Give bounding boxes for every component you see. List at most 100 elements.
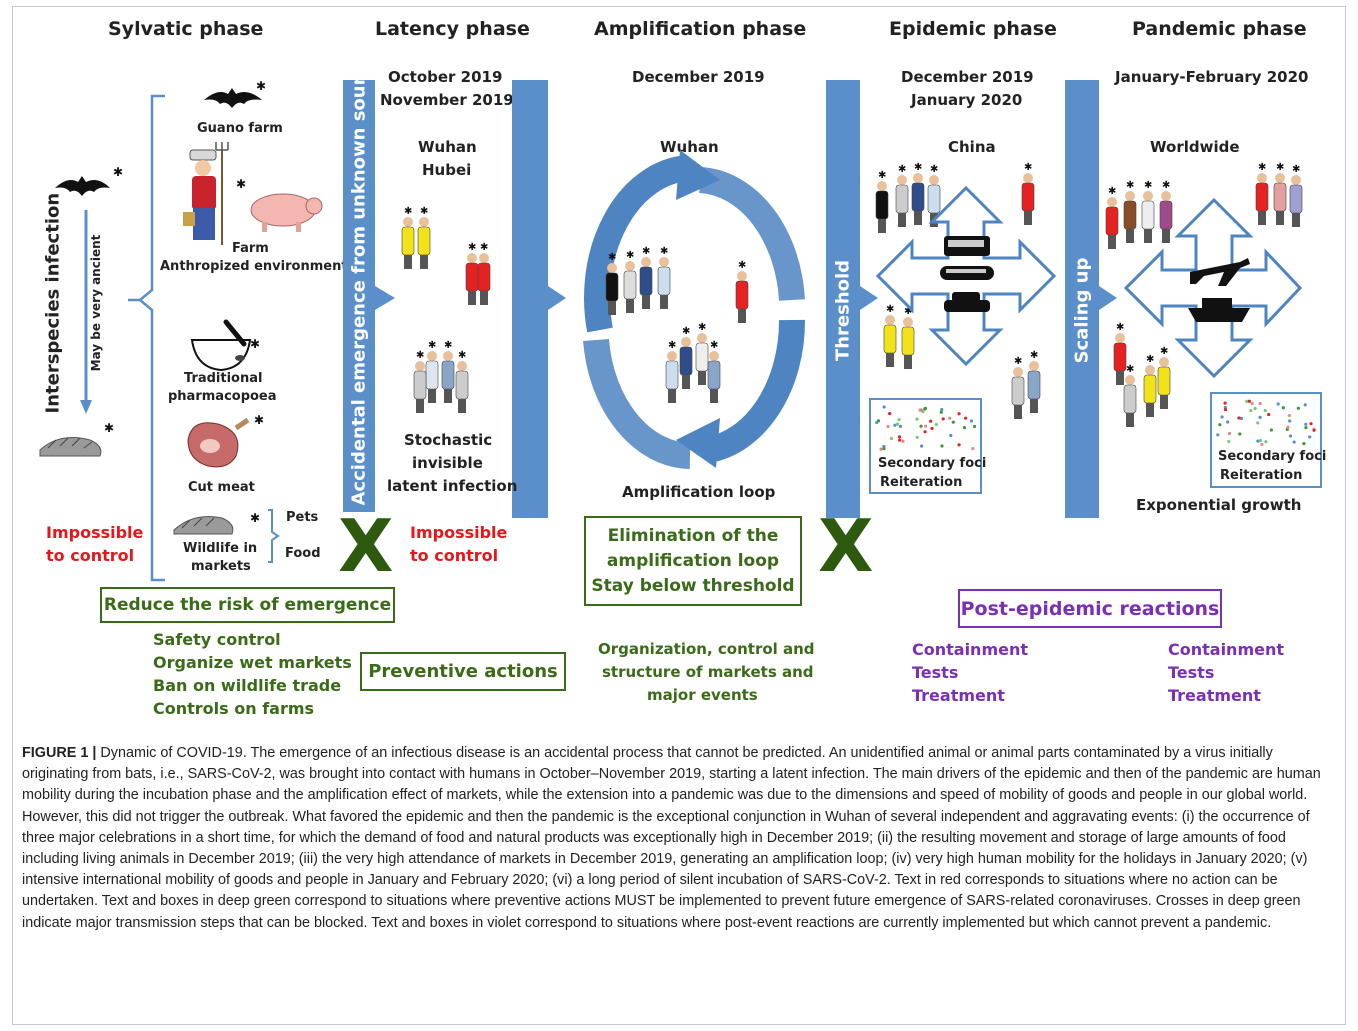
virus-star-icon: ✱ [626, 250, 634, 261]
focus-dot [1223, 408, 1228, 412]
focus-dot [930, 426, 934, 431]
org-line-2: structure of markets and [602, 663, 814, 681]
person-head [479, 253, 489, 263]
person-head [1257, 173, 1267, 183]
person-head [467, 253, 477, 263]
focus-dot [1226, 420, 1230, 424]
train-icon [940, 266, 994, 280]
person-head [1107, 197, 1117, 207]
focus-dot [1308, 435, 1312, 439]
person-legs [1144, 229, 1152, 243]
virus-star-icon: ✱ [738, 260, 746, 271]
person-legs [698, 371, 706, 385]
pangolin-icon: ✱ [173, 511, 260, 535]
virus-star-icon: ✱ [642, 246, 650, 257]
person-legs [1160, 395, 1168, 409]
epi-treatment: Treatment [912, 686, 1005, 705]
date-amplification: December 2019 [632, 68, 765, 86]
person-head [1115, 333, 1125, 343]
virus-star-icon: ✱ [878, 170, 886, 181]
focus-dot [971, 447, 975, 451]
virus-star-icon: ✱ [914, 162, 922, 173]
person-legs [904, 355, 912, 369]
phase-title-sylvatic: Sylvatic phase [108, 18, 264, 40]
person-head [1161, 191, 1171, 201]
focus-dot [1264, 440, 1268, 444]
focus-dot [1258, 438, 1263, 443]
focus-dot [923, 430, 927, 434]
focus-dot [964, 416, 968, 420]
mortar-icon: ✱ [190, 319, 260, 372]
person-head [1143, 191, 1153, 201]
arrow-right-icon [1099, 286, 1117, 310]
focus-dot [889, 436, 894, 441]
focus-dot [1302, 442, 1306, 446]
person-legs [1258, 211, 1266, 225]
farmer-icon: ✱ [183, 142, 246, 245]
date-latency-2: November 2019 [380, 91, 514, 109]
person-head [1159, 357, 1169, 367]
focus-dot [1267, 412, 1271, 417]
focus-dot [1304, 422, 1308, 426]
focus-dot [1276, 402, 1280, 406]
virus-star-icon: ✱ [404, 206, 412, 217]
focus-dot [898, 424, 902, 428]
action-ban-wildlife: Ban on wildlife trade [153, 676, 342, 695]
org-line-3: major events [647, 686, 758, 704]
svg-text:✱: ✱ [250, 337, 260, 351]
label-markets: markets [191, 559, 251, 574]
impossible-sylvatic-2: to control [46, 546, 135, 565]
virus-star-icon: ✱ [1030, 350, 1038, 361]
person-legs [416, 399, 424, 413]
pan-containment: Containment [1168, 640, 1285, 659]
place-wuhan-latency: Wuhan [418, 138, 477, 156]
focus-dot [882, 447, 886, 451]
focus-dot [1247, 399, 1251, 403]
focus-dot [1245, 399, 1249, 403]
person-head [1275, 173, 1285, 183]
amplification-bar [512, 80, 548, 518]
focus-dot [951, 420, 955, 424]
person-head [885, 315, 895, 325]
focus-dot [1223, 401, 1227, 405]
bat-icon: ✱ [204, 79, 266, 108]
svg-text:✱: ✱ [254, 413, 264, 427]
place-worldwide: Worldwide [1150, 138, 1240, 156]
ship-icon [1188, 298, 1250, 322]
virus-star-icon: ✱ [1108, 186, 1116, 197]
person-legs [1014, 405, 1022, 419]
focus-dot [1238, 432, 1242, 436]
stochastic-3: latent infection [387, 477, 518, 495]
focus-dot [1249, 409, 1253, 413]
action-safety: Safety control [153, 630, 281, 649]
person-head [607, 263, 617, 273]
person-head [419, 217, 429, 227]
focus-dot [1216, 433, 1220, 437]
bat-icon: ✱ [55, 165, 123, 196]
action-farm-controls: Controls on farms [153, 699, 315, 718]
date-pandemic: January-February 2020 [1115, 68, 1309, 86]
person-legs [660, 295, 668, 309]
focus-dot [1286, 425, 1290, 429]
focus-dot [1239, 416, 1244, 421]
post-epidemic-box: Post-epidemic reactions [958, 589, 1222, 628]
date-epidemic-2: January 2020 [911, 91, 1023, 109]
virus-star-icon: ✱ [1126, 364, 1134, 375]
virus-star-icon: ✱ [1162, 180, 1170, 191]
person-legs [738, 309, 746, 323]
focus-dot [1292, 440, 1296, 444]
focus-dot [1258, 415, 1262, 419]
focus-dot [923, 424, 928, 428]
foci-pandemic-2: Reiteration [1220, 468, 1303, 483]
person-legs [458, 399, 466, 413]
label-wildlife: Wildlife in [183, 541, 258, 556]
virus-star-icon: ✱ [682, 326, 690, 337]
person-legs [1126, 229, 1134, 243]
amplification-loop-label: Amplification loop [622, 483, 776, 501]
focus-dot [934, 422, 938, 427]
person-legs [1162, 229, 1170, 243]
person-legs [886, 353, 894, 367]
virus-star-icon: ✱ [458, 350, 466, 361]
focus-dot [1309, 422, 1313, 426]
person-legs [468, 291, 476, 305]
